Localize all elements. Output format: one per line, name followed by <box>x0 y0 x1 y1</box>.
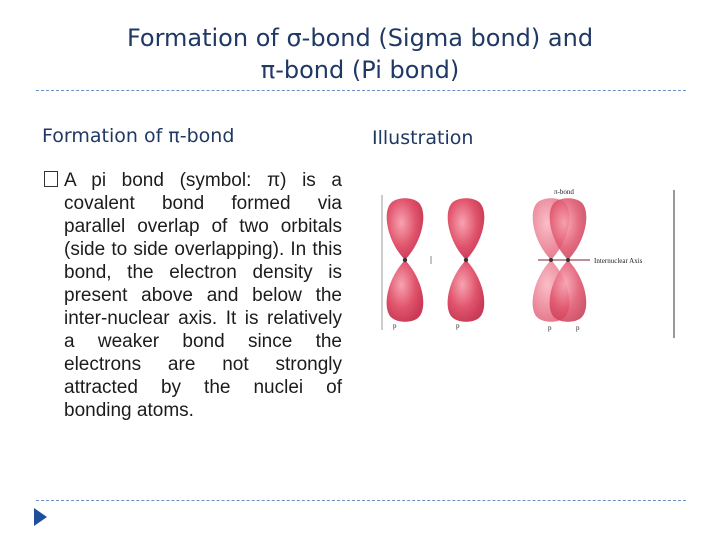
p-label-1: p <box>393 322 397 330</box>
p-label-4: p <box>576 324 580 332</box>
bullet-item: A pi bond (symbol: π) is a covalent bond… <box>44 169 342 422</box>
pi-bond-overlap <box>532 198 590 322</box>
top-divider <box>36 90 686 91</box>
next-slide-arrow-icon[interactable] <box>34 508 47 526</box>
p-label-2: p <box>456 322 460 330</box>
slide-title: Formation of σ-bond (Sigma bond) and π-b… <box>40 22 680 86</box>
slide-title-line-2: π-bond (Pi bond) <box>260 56 460 84</box>
pi-bond-label: π-bond <box>554 188 574 196</box>
internuclear-axis-label: Internuclear Axis <box>594 257 643 265</box>
bullet-text: A pi bond (symbol: π) is a covalent bond… <box>64 170 342 421</box>
slide-title-line-1: Formation of σ-bond (Sigma bond) and <box>126 24 594 52</box>
right-heading: Illustration <box>372 127 474 149</box>
p-orbital-1 <box>386 198 424 322</box>
p-label-3: p <box>548 324 552 332</box>
pi-bond-diagram: π-bond Internuclear Axis p p p p <box>381 188 675 338</box>
p-orbital-2 <box>447 198 485 322</box>
bottom-divider <box>36 500 686 501</box>
pi-bond-illustration: π-bond Internuclear Axis p p p p <box>368 180 678 340</box>
left-heading: Formation of π-bond <box>42 125 235 147</box>
bullet-marker-icon <box>44 171 58 187</box>
